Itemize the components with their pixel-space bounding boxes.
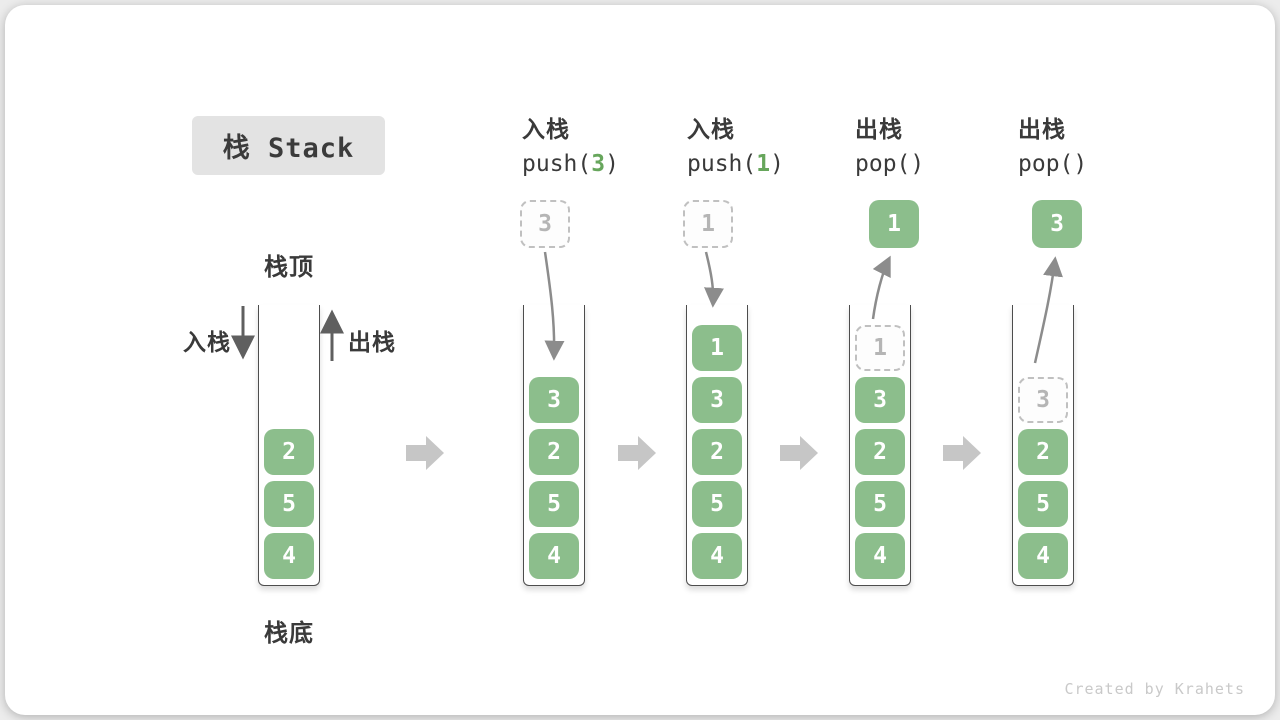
op-label-pop2: 出栈 pop()	[1018, 110, 1178, 177]
stack-cell: 5	[855, 481, 905, 527]
op-call: push(3)	[522, 151, 682, 177]
floating-value-ghost: 3	[520, 200, 570, 248]
stack-container-pop1: 1 3 2 5 4	[849, 305, 911, 586]
stage-transition-arrow-icon	[406, 436, 444, 470]
stack-cell: 4	[692, 533, 742, 579]
page-title: 栈 Stack	[223, 126, 355, 165]
stack-container-pop2: 3 2 5 4	[1012, 305, 1074, 586]
call-prefix: push(	[522, 151, 592, 177]
watermark-credit: Created by Krahets	[1064, 680, 1245, 698]
stack-cell: 4	[1018, 533, 1068, 579]
stack-cell: 3	[855, 377, 905, 423]
call-prefix: pop(	[1018, 151, 1074, 177]
stack-cell: 2	[855, 429, 905, 475]
stage-transition-arrow-icon	[943, 436, 981, 470]
stack-cell-ghost: 3	[1018, 377, 1068, 423]
stack-diagram: 栈 Stack 栈顶 栈底 入栈 出栈 入栈 push(3) 入栈 push(1…	[5, 5, 1275, 715]
stack-cell: 2	[1018, 429, 1068, 475]
stack-container-initial: 2 5 4	[258, 305, 320, 586]
push1-motion-arrow	[704, 251, 724, 308]
call-suffix: )	[1073, 151, 1088, 177]
stack-cell-ghost: 1	[855, 325, 905, 371]
op-label-push1: 入栈 push(1)	[687, 110, 847, 177]
floating-value-popped: 1	[869, 200, 919, 248]
call-prefix: push(	[687, 151, 757, 177]
title-en: Stack	[267, 133, 355, 164]
stack-cell: 4	[529, 533, 579, 579]
call-arg: 1	[756, 151, 771, 177]
stack-bottom-label: 栈底	[264, 620, 314, 647]
stack-top-label: 栈顶	[264, 254, 314, 281]
stack-container-push3: 3 2 5 4	[523, 305, 585, 586]
stack-cell: 4	[264, 533, 314, 579]
op-label-push3: 入栈 push(3)	[522, 110, 682, 177]
call-prefix: pop(	[855, 151, 911, 177]
push-side-label: 入栈	[183, 329, 231, 355]
op-zh: 入栈	[522, 116, 570, 142]
stack-cell: 2	[692, 429, 742, 475]
stack-cell: 3	[692, 377, 742, 423]
pop-side-label: 出栈	[348, 329, 396, 355]
op-zh: 出栈	[855, 116, 903, 142]
floating-value-popped: 3	[1032, 200, 1082, 248]
floating-value-ghost: 1	[683, 200, 733, 248]
call-suffix: )	[605, 151, 619, 177]
stack-cell: 2	[264, 429, 314, 475]
op-call: pop()	[1018, 151, 1178, 177]
call-suffix: )	[770, 151, 784, 177]
stack-cell: 5	[264, 481, 314, 527]
op-zh: 入栈	[687, 116, 735, 142]
op-call: push(1)	[687, 151, 847, 177]
stage-transition-arrow-icon	[618, 436, 656, 470]
stack-cell: 4	[855, 533, 905, 579]
stack-cell: 5	[692, 481, 742, 527]
op-label-pop1: 出栈 pop()	[855, 110, 1015, 177]
title-box: 栈 Stack	[192, 116, 385, 175]
stack-cell: 3	[529, 377, 579, 423]
stack-cell: 5	[529, 481, 579, 527]
stack-cell: 2	[529, 429, 579, 475]
title-zh: 栈	[222, 133, 251, 164]
stage-transition-arrow-icon	[780, 436, 818, 470]
stack-cell: 1	[692, 325, 742, 371]
figure-card: 栈 Stack 栈顶 栈底 入栈 出栈 入栈 push(3) 入栈 push(1…	[5, 5, 1275, 715]
call-suffix: )	[910, 151, 925, 177]
op-call: pop()	[855, 151, 1015, 177]
op-zh: 出栈	[1018, 116, 1066, 142]
stack-container-push1: 1 3 2 5 4	[686, 305, 748, 586]
call-arg: 3	[591, 151, 606, 177]
stack-cell: 5	[1018, 481, 1068, 527]
